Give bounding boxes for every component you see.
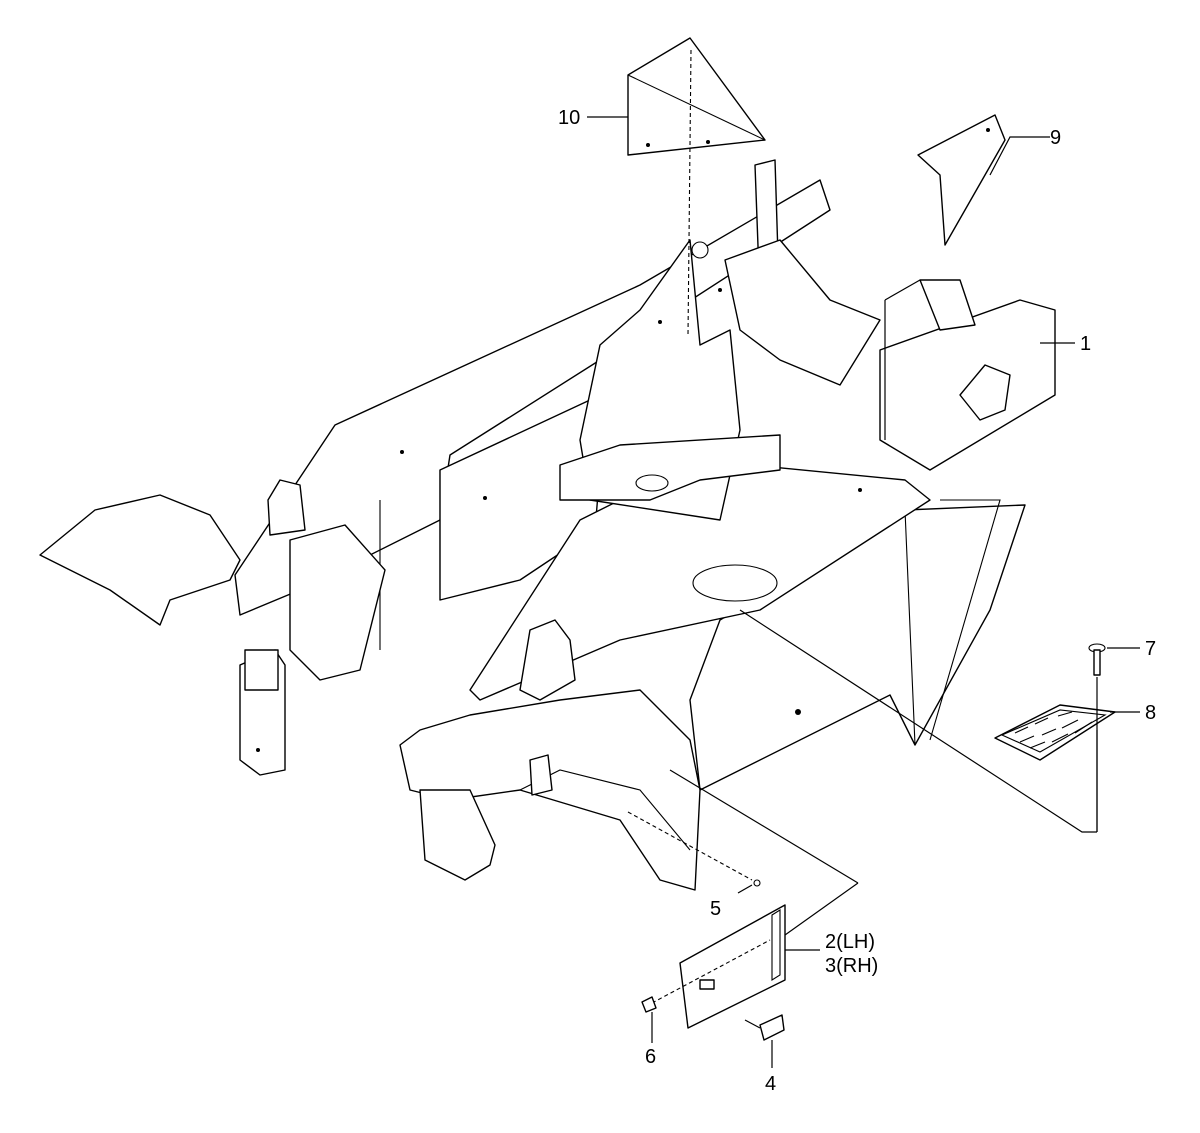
callout-9: 9 [1050, 127, 1061, 149]
left-console-plate [289, 524, 386, 681]
part-2-3-side-cover [651, 904, 786, 1029]
cover-fit-line [651, 939, 771, 1004]
callout-2-lh: 2(LH) [825, 931, 875, 953]
callout-3-rh: 3(RH) [825, 955, 878, 977]
right-upright-bracket [724, 239, 881, 386]
frame-bolt-hole [483, 496, 487, 500]
leader-lines [587, 116, 1140, 1068]
frame-bolt-hole [400, 450, 404, 454]
callout-1: 1 [1080, 333, 1091, 355]
part-9-wedge-cover [917, 114, 1006, 246]
front-left-fender [39, 494, 241, 626]
swing-mount-hole [635, 474, 669, 492]
part-10-top-cover [627, 37, 766, 336]
part-5-fit-line [627, 811, 753, 881]
part-5-small-bolt [627, 811, 761, 887]
callout-7: 7 [1145, 638, 1156, 660]
cover-latch-slot [699, 979, 715, 990]
callout-labels: 10 9 1 7 8 5 2(LH) 3(RH) 6 4 [558, 107, 1156, 1095]
swing-mount-plate [559, 434, 781, 501]
rear-right-block [959, 364, 1011, 421]
callout-6: 6 [645, 1046, 656, 1068]
part-7-bolt [1088, 643, 1106, 676]
frame-bolt-hole [718, 288, 722, 292]
callout-4: 4 [765, 1073, 776, 1095]
callout-5: 5 [710, 898, 721, 920]
main-frame [39, 159, 1056, 891]
front-right-leg [419, 789, 496, 881]
tower-bore [691, 241, 709, 259]
part-6-screw [641, 996, 657, 1013]
left-leg-cap [244, 649, 279, 691]
part-4-latch [744, 1014, 785, 1041]
left-lug-pair [267, 479, 306, 536]
rear-gusset-plate [919, 279, 976, 331]
frame-bolt-hole [795, 709, 801, 715]
callout-8: 8 [1145, 702, 1156, 724]
callout-10: 10 [558, 107, 580, 129]
frame-bolt-hole [658, 320, 662, 324]
part-10-fit-line [687, 49, 692, 336]
frame-bolt-hole [858, 488, 862, 492]
floor-access-opening [692, 564, 778, 602]
frame-bolt-hole [256, 748, 260, 752]
front-lug-pair [519, 619, 576, 701]
step-cup [529, 754, 553, 796]
